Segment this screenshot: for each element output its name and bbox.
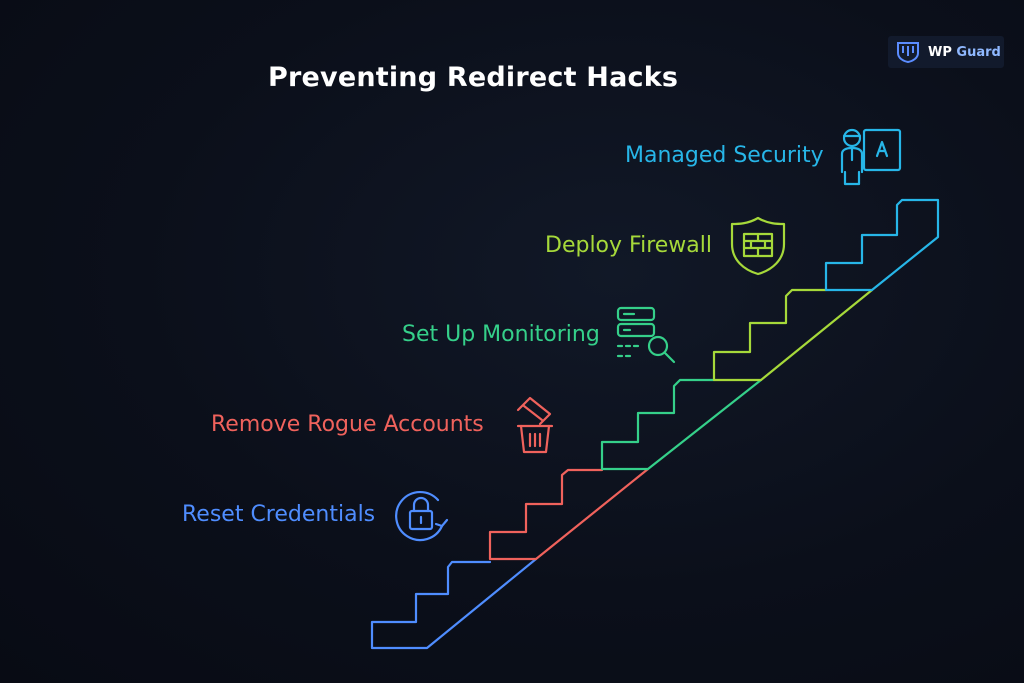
wpguard-shield-icon [897, 42, 919, 63]
page-title: Preventing Redirect Hacks [268, 62, 679, 93]
brand-wp: WP [928, 44, 952, 60]
step-label-set-up-monitoring: Set Up Monitoring [402, 322, 600, 347]
brand-text: WP Guard [928, 45, 1001, 60]
stair-segment-5 [824, 198, 940, 292]
stair-segment-1 [370, 557, 538, 650]
brand-logo: WP Guard [888, 36, 1004, 68]
step-label-reset-credentials: Reset Credentials [182, 502, 376, 527]
step-label-deploy-firewall: Deploy Firewall [545, 233, 712, 258]
step-label-managed-security: Managed Security [625, 143, 824, 168]
stair-segment-3 [600, 378, 763, 471]
stair-segment-2 [488, 467, 650, 561]
trash-card-icon [516, 396, 554, 454]
security-guard-icon [840, 128, 902, 186]
brand-guard: Guard [956, 44, 1001, 60]
step-label-remove-rogue-accounts: Remove Rogue Accounts [211, 412, 484, 437]
server-search-icon [616, 306, 676, 364]
lock-refresh-icon [395, 490, 449, 542]
stair-segment-4 [712, 288, 874, 382]
firewall-shield-icon [730, 216, 786, 276]
